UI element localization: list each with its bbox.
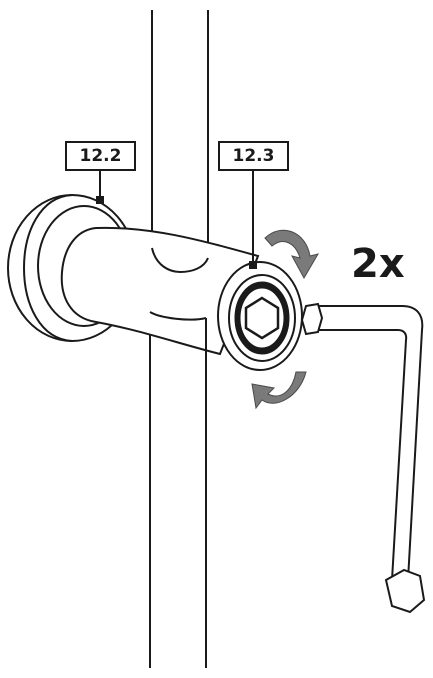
shower-rail xyxy=(149,10,209,668)
repeat-count-label: 2x xyxy=(351,241,405,287)
bracket-arm xyxy=(60,226,260,356)
callout-label: 12.3 xyxy=(218,141,289,171)
callout-label: 12.2 xyxy=(65,141,136,171)
hex-key-icon xyxy=(300,302,426,614)
callout-leaders xyxy=(96,171,257,269)
hex-socket-icon xyxy=(244,296,280,340)
hex-socket-cap xyxy=(217,261,303,371)
rotation-arrow-icon xyxy=(251,229,320,410)
